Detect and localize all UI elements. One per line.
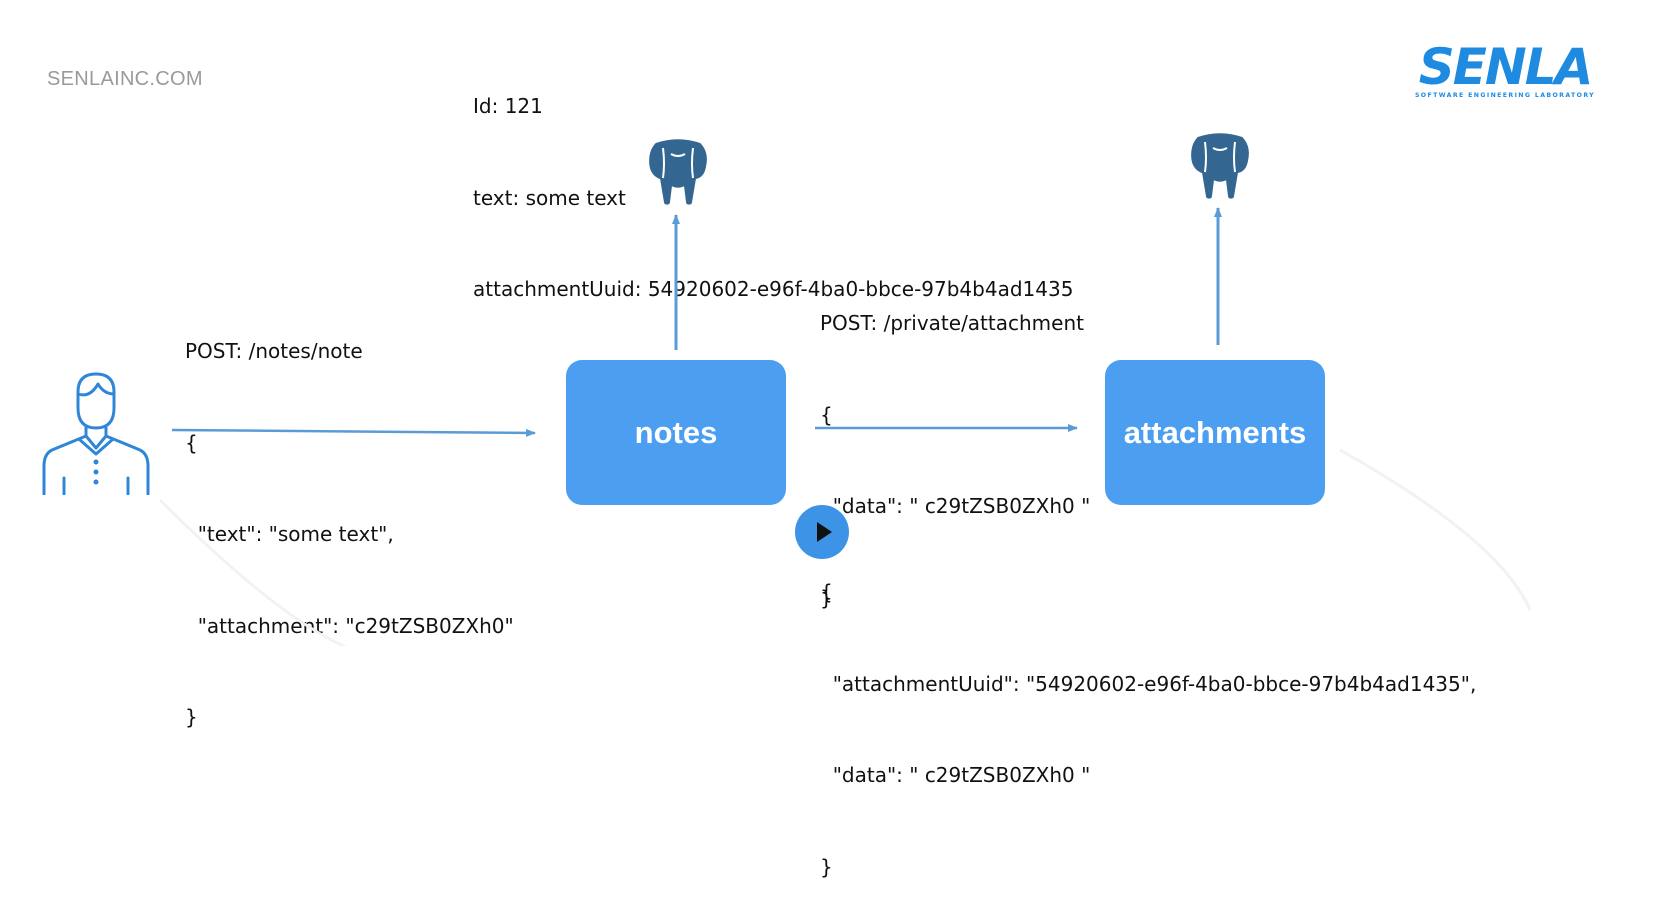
note-request-line: "attachment": "c29tZSB0ZXh0" <box>185 613 514 638</box>
logo-tagline: SOFTWARE ENGINEERING LABORATORY <box>1414 92 1596 99</box>
attachment-response-line: { <box>820 580 833 604</box>
background-arc <box>158 498 420 646</box>
arrow-user-to-notes <box>171 428 536 437</box>
attachment-request-text: POST: /private/attachment { "data": " c2… <box>820 247 1090 644</box>
attachment-response-line: "data": " c29tZSB0ZXh0 " <box>820 763 1091 787</box>
db-record-line: Id: 121 <box>473 94 543 118</box>
logo-word: SENLA <box>1418 38 1594 96</box>
background-arc <box>1339 448 1532 611</box>
db-record-text: Id: 121 text: some text attachmentUuid: … <box>473 30 1073 335</box>
attachment-request-line: { <box>820 402 833 427</box>
note-request-line: } <box>185 705 198 729</box>
note-request-line: "text": "some text", <box>185 522 394 546</box>
diagram-arrows <box>158 207 1532 646</box>
note-request-line: { <box>185 430 198 455</box>
attachments-service-label: attachments <box>1123 414 1307 450</box>
attachment-response-line: "attachmentUuid": "54920602-e96f-4ba0-bb… <box>820 671 1477 696</box>
attachment-request-line: "data": " c29tZSB0ZXh0 " <box>820 494 1091 518</box>
note-request-line: POST: /notes/note <box>185 339 363 363</box>
postgresql-icon <box>646 136 710 208</box>
attachment-response-line: } <box>820 854 833 879</box>
db-record-line: text: some text <box>473 185 626 210</box>
attachments-service-box: attachments <box>1105 360 1325 505</box>
site-url[interactable]: SENLAINC.COM <box>47 68 203 90</box>
play-button[interactable] <box>795 505 849 559</box>
postgresql-icon <box>1188 130 1252 202</box>
note-request-text: POST: /notes/note { "text": "some text",… <box>185 275 514 763</box>
user-icon <box>42 372 150 495</box>
db-record-line: attachmentUuid: 54920602-e96f-4ba0-bbce-… <box>473 277 1074 301</box>
attachment-request-line: } <box>820 585 833 610</box>
attachment-request-line: POST: /private/attachment <box>820 311 1084 335</box>
senla-logo: SENLA SOFTWARE ENGINEERING LABORATORY <box>1395 38 1615 104</box>
notes-service-box: notes <box>566 360 786 505</box>
notes-service-label: notes <box>634 414 718 450</box>
